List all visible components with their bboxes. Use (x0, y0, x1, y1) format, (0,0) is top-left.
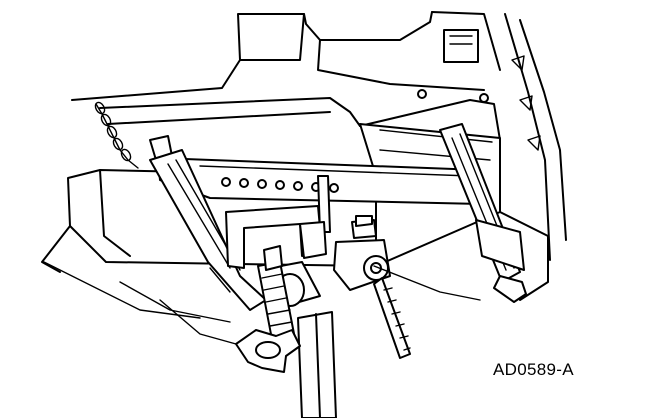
clamp-bolt (333, 215, 411, 359)
center-yoke (225, 205, 327, 269)
lower-frame (119, 265, 481, 345)
right-slotted-bracket (439, 123, 527, 303)
figure-code-label: AD0589-A (493, 360, 574, 379)
jack-post (235, 245, 337, 418)
